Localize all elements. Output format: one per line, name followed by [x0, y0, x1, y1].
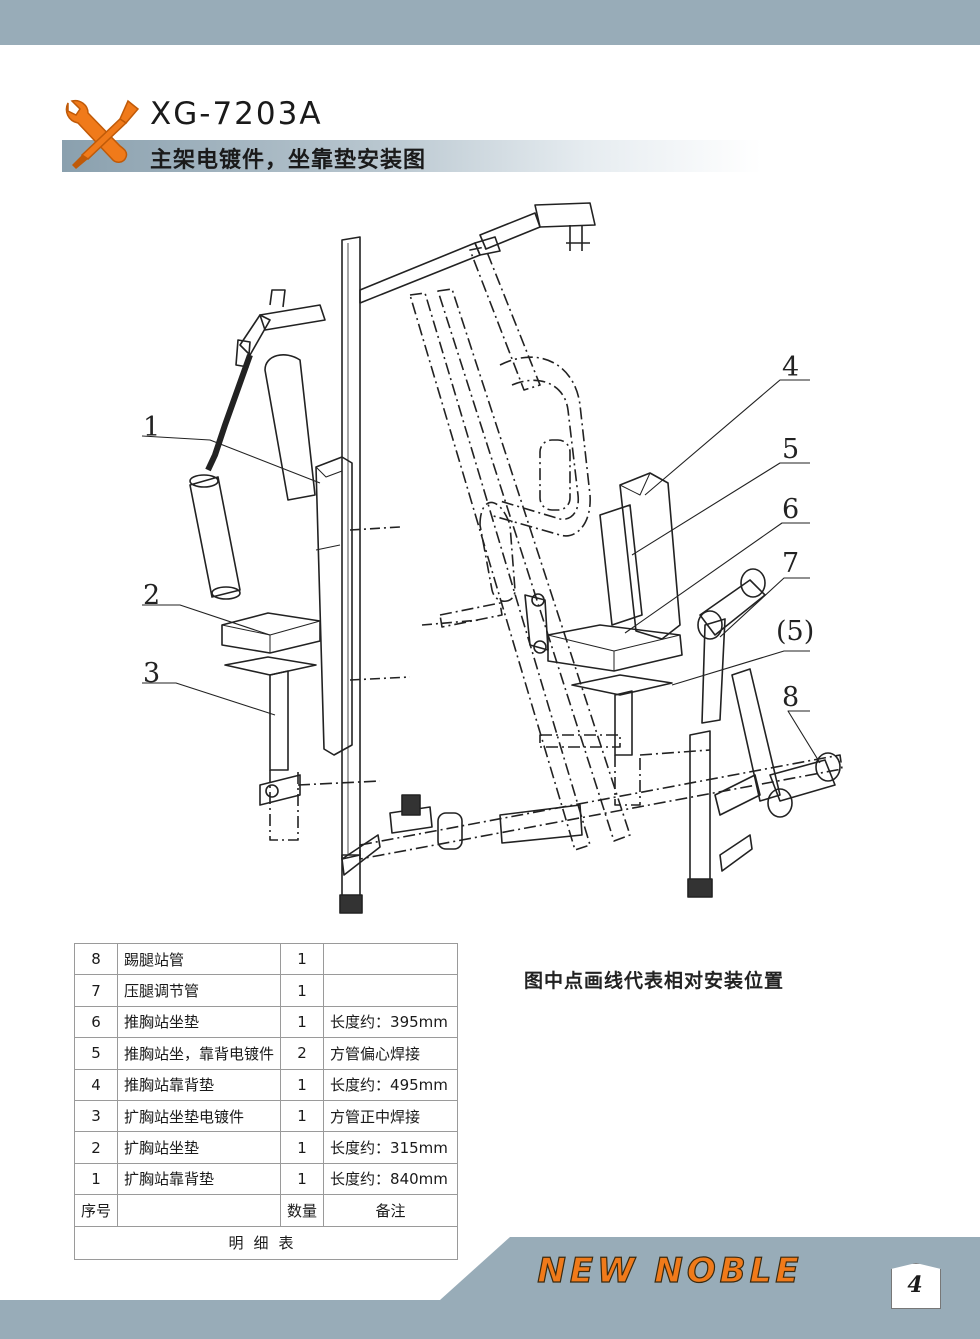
part-no: 5 — [73, 1037, 119, 1070]
bottom-band — [0, 1300, 980, 1339]
callout-3: 3 — [143, 658, 161, 689]
bottom-slant-band — [440, 1237, 980, 1300]
part-remark: 长度约：840mm — [323, 1162, 458, 1196]
part-remark — [323, 942, 458, 976]
part-name: 压腿调节管 — [117, 974, 282, 1007]
part-no: 2 — [73, 1131, 119, 1164]
header-no: 序号 — [73, 1194, 119, 1227]
assembly-diagram — [141, 202, 843, 914]
part-qty: 1 — [280, 974, 325, 1007]
part-name: 扩胸站靠背垫 — [117, 1162, 282, 1196]
table-row: 5 推胸站坐，靠背电镀件 2 方管偏心焊接 — [73, 1037, 458, 1070]
part-qty: 1 — [280, 942, 325, 976]
table-row: 3 扩胸站坐垫电镀件 1 方管正中焊接 — [73, 1099, 458, 1133]
part-remark: 长度约：315mm — [323, 1131, 458, 1164]
installation-note: 图中点画线代表相对安装位置 — [524, 970, 785, 992]
page-subtitle: 主架电镀件，坐靠垫安装图 — [150, 148, 427, 173]
part-no: 7 — [73, 974, 119, 1007]
top-band — [0, 0, 980, 45]
subtitle-band — [62, 140, 762, 172]
part-remark — [323, 974, 458, 1007]
part-qty: 1 — [280, 1131, 325, 1164]
table-row: 2 扩胸站坐垫 1 长度约：315mm — [73, 1131, 458, 1164]
callout-5-ref: (5) — [776, 616, 815, 647]
part-name: 推胸站坐垫 — [117, 1005, 282, 1039]
table-row: 7 压腿调节管 1 — [73, 974, 458, 1007]
table-row: 6 推胸站坐垫 1 长度约：395mm — [73, 1005, 458, 1039]
parts-table: 8 踢腿站管 1 7 压腿调节管 1 6 推胸站坐垫 1 长度约：395mm 5… — [73, 942, 458, 1260]
part-no: 6 — [73, 1005, 119, 1039]
part-name: 扩胸站坐垫电镀件 — [117, 1099, 282, 1133]
part-remark: 长度约：495mm — [323, 1068, 458, 1101]
page-number: 4 — [907, 1272, 923, 1298]
part-qty: 1 — [280, 1162, 325, 1196]
part-qty: 1 — [280, 1099, 325, 1133]
table-header-row: 序号 数量 备注 — [73, 1194, 458, 1227]
part-name: 扩胸站坐垫 — [117, 1131, 282, 1164]
table-row: 1 扩胸站靠背垫 1 长度约：840mm — [73, 1162, 458, 1196]
table-row: 4 推胸站靠背垫 1 长度约：495mm — [73, 1068, 458, 1101]
header-remark: 备注 — [323, 1194, 458, 1227]
table-caption: 明细表 — [74, 1225, 458, 1260]
part-no: 1 — [73, 1162, 119, 1196]
callout-8: 8 — [782, 682, 800, 713]
part-name: 踢腿站管 — [117, 942, 282, 976]
part-name: 推胸站坐，靠背电镀件 — [117, 1037, 282, 1070]
book-page-icon — [891, 1263, 941, 1309]
wrench-screwdriver-icon — [65, 99, 140, 169]
part-no: 8 — [73, 942, 119, 976]
part-remark: 方管偏心焊接 — [323, 1037, 458, 1070]
table-row: 8 踢腿站管 1 — [73, 942, 458, 976]
part-remark: 长度约：395mm — [323, 1005, 458, 1039]
part-qty: 2 — [280, 1037, 325, 1070]
callout-4: 4 — [782, 352, 800, 383]
header-name — [117, 1194, 282, 1227]
callout-7: 7 — [782, 548, 800, 579]
brand-logo: NEW NOBLE — [537, 1252, 802, 1290]
brand-text: NEW NOBLE — [537, 1252, 802, 1290]
model-title: XG-7203A — [150, 96, 323, 132]
table-footer-row: 明细表 — [74, 1225, 458, 1260]
callout-5: 5 — [782, 434, 800, 465]
header-qty: 数量 — [280, 1194, 325, 1227]
part-qty: 1 — [280, 1068, 325, 1101]
callout-2: 2 — [143, 580, 161, 611]
part-no: 4 — [73, 1068, 119, 1101]
part-name: 推胸站靠背垫 — [117, 1068, 282, 1101]
callout-6: 6 — [782, 494, 800, 525]
part-remark: 方管正中焊接 — [323, 1099, 458, 1133]
part-qty: 1 — [280, 1005, 325, 1039]
part-no: 3 — [73, 1099, 119, 1133]
callout-1: 1 — [143, 412, 161, 443]
